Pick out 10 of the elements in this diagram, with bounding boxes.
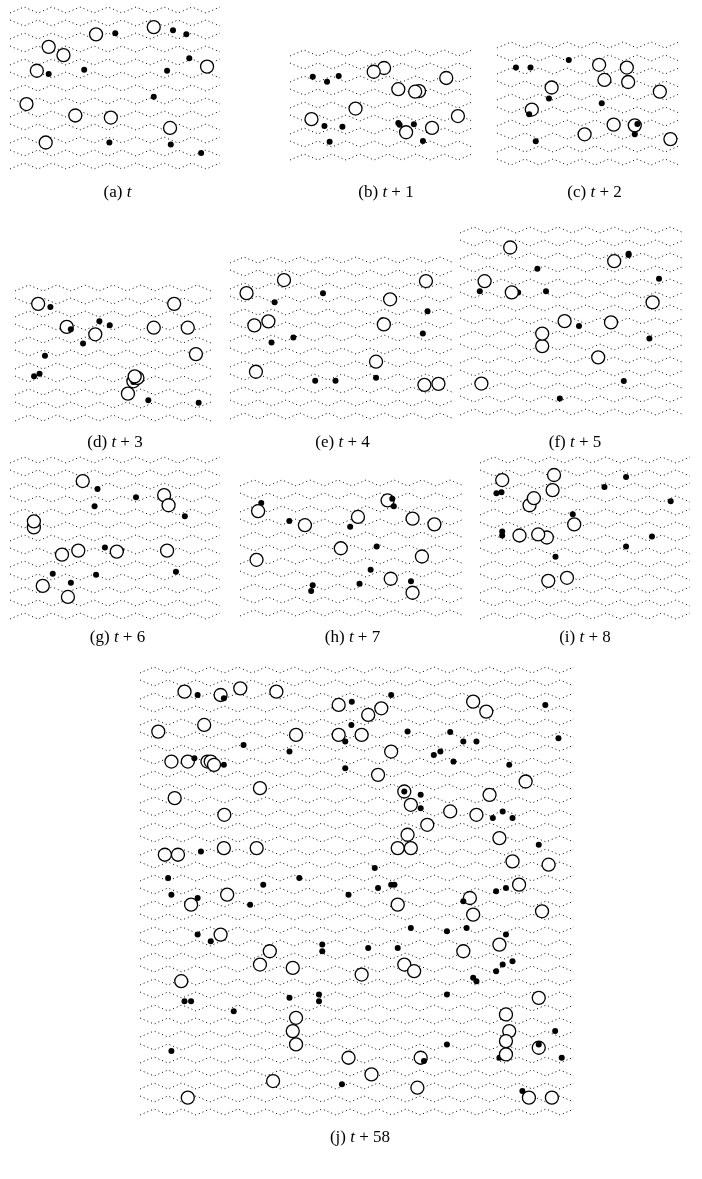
panel-caption: (j) t + 58 (329, 1127, 391, 1147)
panel-caption: (f) t + 5 (548, 432, 602, 452)
panel-caption: (c) t + 2 (567, 182, 622, 202)
panel-caption: (h) t + 7 (324, 627, 381, 647)
panel-caption: (b) t + 1 (358, 182, 414, 202)
panel-caption: (d) t + 3 (87, 432, 143, 452)
panel-caption: (g) t + 6 (89, 627, 146, 647)
panel-caption: (i) t + 8 (559, 627, 611, 647)
panel-caption: (e) t + 4 (315, 432, 370, 452)
panel-caption: (a) t (103, 182, 132, 202)
